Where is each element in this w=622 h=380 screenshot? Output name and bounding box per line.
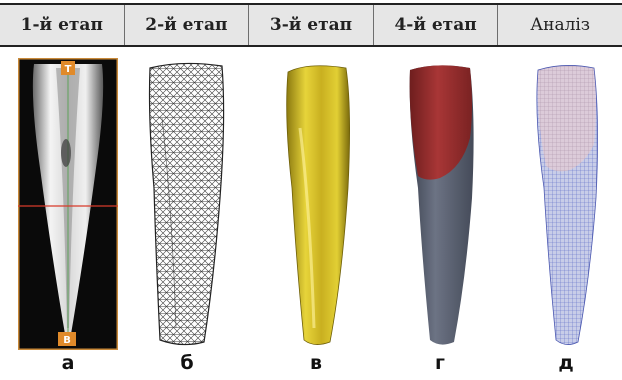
stage-4-label: 4-й етап bbox=[374, 5, 499, 45]
stage-header: 1-й етап 2-й етап 3-й етап 4-й етап Анал… bbox=[0, 3, 622, 47]
bottom-marker: B bbox=[63, 335, 71, 346]
ct-scan-image: T B bbox=[18, 58, 118, 350]
analysis-model-image bbox=[528, 58, 608, 350]
caption-b: б bbox=[167, 352, 207, 374]
analysis-label: Аналіз bbox=[498, 5, 622, 45]
caption-d: д bbox=[546, 352, 586, 374]
stage-2-label: 2-й етап bbox=[125, 5, 250, 45]
solid-model-image bbox=[278, 58, 358, 350]
stage-1-label: 1-й етап bbox=[0, 5, 125, 45]
stage-3-label: 3-й етап bbox=[249, 5, 374, 45]
caption-a: а bbox=[48, 352, 88, 374]
segmented-model-image bbox=[400, 58, 480, 350]
mesh-model-image bbox=[142, 58, 232, 350]
caption-v: в bbox=[296, 352, 336, 374]
top-marker: T bbox=[65, 64, 72, 75]
caption-g: г bbox=[420, 352, 460, 374]
